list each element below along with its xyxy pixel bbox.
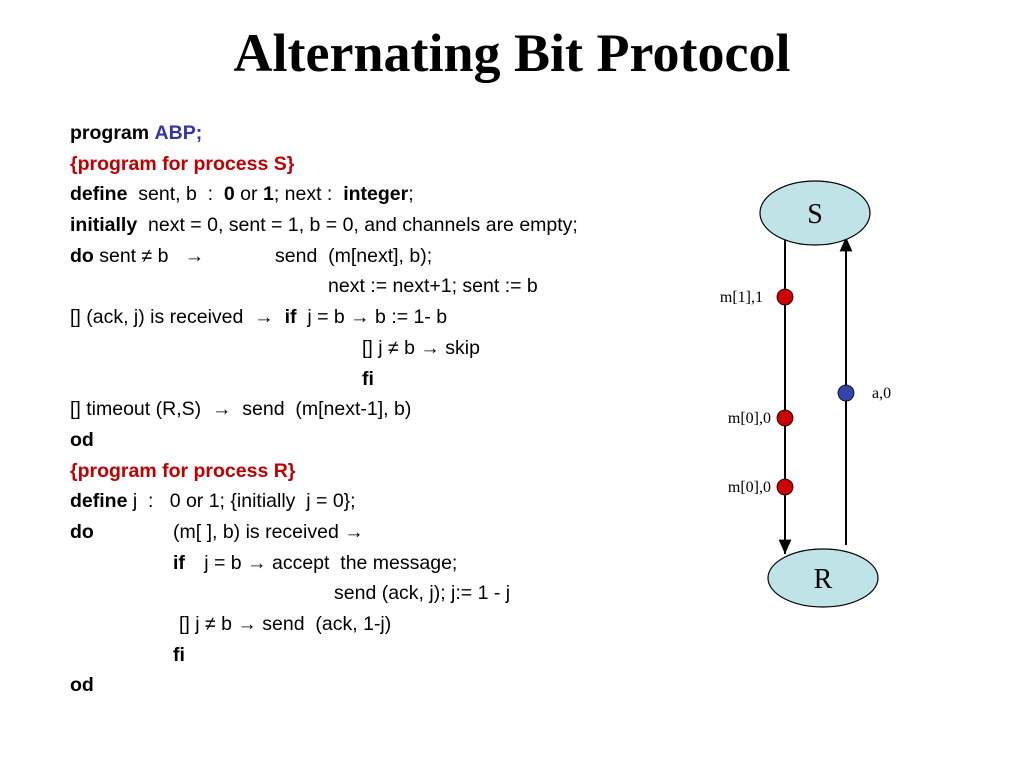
- code-text: ;: [408, 183, 414, 206]
- keyword-define: define: [70, 490, 128, 513]
- keyword-define: define: [70, 183, 128, 206]
- keyword-do: do: [70, 244, 94, 267]
- message-dot: [776, 288, 794, 306]
- code-line-3: define sent, b : 0 or 1; next : integer;: [70, 179, 578, 210]
- message-label: m[0],0: [728, 410, 771, 427]
- code-text: [] j ≠ b → send (ack, 1-j): [179, 613, 392, 635]
- code-text: j : 0 or 1; {initially j = 0};: [127, 490, 356, 513]
- message-dot: [776, 478, 794, 496]
- code-line-11: od: [70, 428, 94, 451]
- code-line-5: do sent ≠ b → send (m[next], b);: [70, 241, 578, 272]
- code-line-18: fi: [70, 640, 578, 671]
- code-text: ; next :: [273, 183, 344, 206]
- keyword-if: if: [284, 306, 297, 329]
- code-line-9: fi: [70, 364, 578, 395]
- code-text: [] j ≠ b → skip: [362, 336, 480, 359]
- keyword-fi: fi: [173, 643, 185, 666]
- code-text: (m[ ], b) is received →: [173, 520, 364, 543]
- keyword-if: if: [173, 551, 185, 574]
- keyword-integer: integer: [343, 183, 409, 206]
- code-line-15: if j = b → accept the message;: [70, 548, 578, 579]
- sender-node: [759, 180, 871, 246]
- code-text: or: [234, 183, 263, 206]
- code-line-6: next := next+1; sent := b: [70, 271, 578, 302]
- sender-label: S: [807, 199, 823, 230]
- code-line-2: {program for process S}: [70, 152, 295, 175]
- code-text: [] (ack, j) is received →: [70, 306, 285, 329]
- code-text: sent ≠ b →: [93, 244, 205, 267]
- ack-label: a,0: [872, 385, 891, 402]
- message-dot: [776, 409, 794, 427]
- code-line-4: initially next = 0, sent = 1, b = 0, and…: [70, 210, 578, 241]
- code-line-14: do (m[ ], b) is received →: [70, 517, 578, 548]
- code-text: sent, b :: [127, 183, 224, 206]
- pseudocode-block: program ABP; {program for process S} def…: [70, 118, 578, 701]
- code-line-7: [] (ack, j) is received → if j = b → b :…: [70, 302, 578, 333]
- code-line-8: [] j ≠ b → skip: [70, 333, 578, 364]
- code-line-17: [] j ≠ b → send (ack, 1-j): [70, 609, 578, 640]
- code-line-12: {program for process R}: [70, 459, 296, 482]
- message-label: m[1],1: [720, 289, 763, 306]
- code-line-10: [] timeout (R,S) → send (m[next-1], b): [70, 398, 412, 421]
- code-text: next := next+1; sent := b: [328, 275, 538, 298]
- receiver-node: [767, 548, 879, 608]
- keyword-fi: fi: [362, 367, 374, 390]
- keyword-initially: initially: [70, 214, 138, 237]
- code-line-16: send (ack, j); j:= 1 - j: [70, 578, 578, 609]
- message-label: m[0],0: [728, 479, 771, 496]
- code-line-1: program ABP;: [70, 118, 578, 149]
- code-text: send (m[next], b);: [275, 244, 433, 267]
- code-text: j = b → b := 1- b: [296, 306, 448, 329]
- code-line-19: od: [70, 674, 94, 697]
- code-line-13: define j : 0 or 1; {initially j = 0};: [70, 486, 578, 517]
- code-text: 1: [262, 183, 274, 206]
- code-text: 0: [223, 183, 235, 206]
- page-title: Alternating Bit Protocol: [233, 23, 791, 83]
- receiver-label: R: [814, 564, 833, 595]
- keyword-do: do: [70, 520, 94, 543]
- code-text: send (ack, j); j:= 1 - j: [334, 582, 511, 605]
- code-text: j = b → accept the message;: [188, 551, 458, 574]
- keyword-program: program: [70, 122, 150, 144]
- code-text: next = 0, sent = 1, b = 0, and channels …: [137, 214, 578, 237]
- program-name: ABP;: [154, 122, 203, 144]
- ack-dot: [837, 384, 855, 402]
